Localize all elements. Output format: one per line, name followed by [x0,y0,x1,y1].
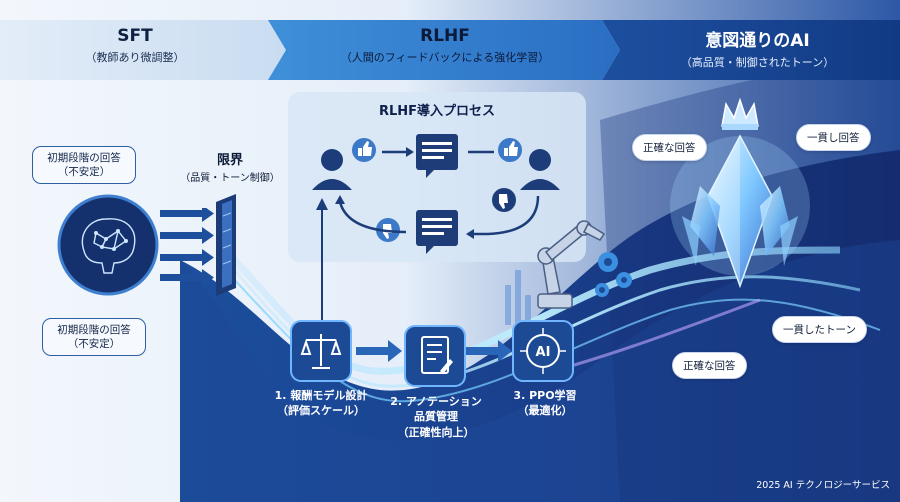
header-rlhf-title: RLHF [420,26,470,46]
thumbs-up-icon [352,138,376,162]
step-1-label: 1. 報酬モデル設計 （評価スケール） [256,388,386,419]
header-goal: 意図通りのAI （高品質・制御されたトーン） [615,26,900,70]
scale-icon [290,320,352,382]
callout-line: 初期段階の回答 [47,152,121,164]
svg-text:AI: AI [536,345,551,360]
header-goal-title: 意図通りのAI [705,31,810,51]
arrow-icon [335,195,345,204]
step-3-line: （最適化） [517,404,573,418]
step-2-line: 品質管理 [414,410,458,424]
header-goal-subtitle: （高品質・制御されたトーン） [680,56,835,69]
crown-icon [721,97,759,130]
step-1-line: （評価スケール） [277,404,365,418]
arrow-icon [338,195,540,236]
rlhf-process-title: RLHF導入プロセス [378,104,496,119]
user-icon [312,149,352,190]
arrow-icon [466,229,474,239]
limit-subtitle: （品質・トーン制御） [180,172,280,184]
limit-label: 限界 （品質・トーン制御） [170,152,290,185]
callout-line: （不安定） [57,166,111,179]
thumbs-up-icon [498,138,522,162]
header-sft-title: SFT [117,26,153,46]
input-arrows [160,208,214,286]
step-2-line: （正確性向上） [397,425,475,439]
header-sft-subtitle: （教師あり微調整） [85,51,185,64]
bubble-accurate-answer-bottom: 正確な回答 [672,352,747,379]
checklist-icon [404,325,466,387]
header-rlhf: RLHF （人間のフィードバックによる強化学習） [280,26,610,65]
step-2-line: 2. アノテーション [390,395,482,408]
header-sft: SFT （教師あり微調整） [0,26,270,65]
step-3-label: 3. PPO学習 （最適化） [490,388,600,419]
robot-arm-icon [537,220,632,309]
document-icon [416,134,458,178]
callout-initial-bottom: 初期段階の回答 （不安定） [42,318,146,357]
thumbs-down-icon [492,188,516,212]
user-icon [520,149,560,190]
step-arrow-icon [356,340,402,362]
bubble-consistent-answer: 一貫し回答 [796,124,871,151]
rlhf-cycle-diagram [312,134,560,254]
brain-icon [57,194,159,296]
limit-title: 限界 [216,153,243,168]
step-1-line: 1. 報酬モデル設計 [274,389,368,402]
callout-initial-top: 初期段階の回答 （不安定） [32,146,136,185]
step-3-line: 3. PPO学習 [513,389,577,402]
bubble-consistent-tone: 一貫したトーン [772,316,867,343]
arrow-icon [382,147,494,157]
ai-chip-icon: AI [512,320,574,382]
step-arrow-icon [466,340,512,362]
footer-credit: 2025 AI テクノロジーサービス [756,480,890,491]
document-icon [416,210,458,254]
callout-line: （不安定） [67,338,121,351]
header-rlhf-subtitle: （人間のフィードバックによる強化学習） [340,51,550,64]
callout-line: 初期段階の回答 [57,324,131,336]
barrier-icon [216,194,236,296]
up-arrow-icon [316,198,328,322]
crystal-icon [670,97,810,289]
bubble-accurate-answer-top: 正確な回答 [632,134,707,161]
step-2-label: 2. アノテーション 品質管理 （正確性向上） [372,394,500,440]
